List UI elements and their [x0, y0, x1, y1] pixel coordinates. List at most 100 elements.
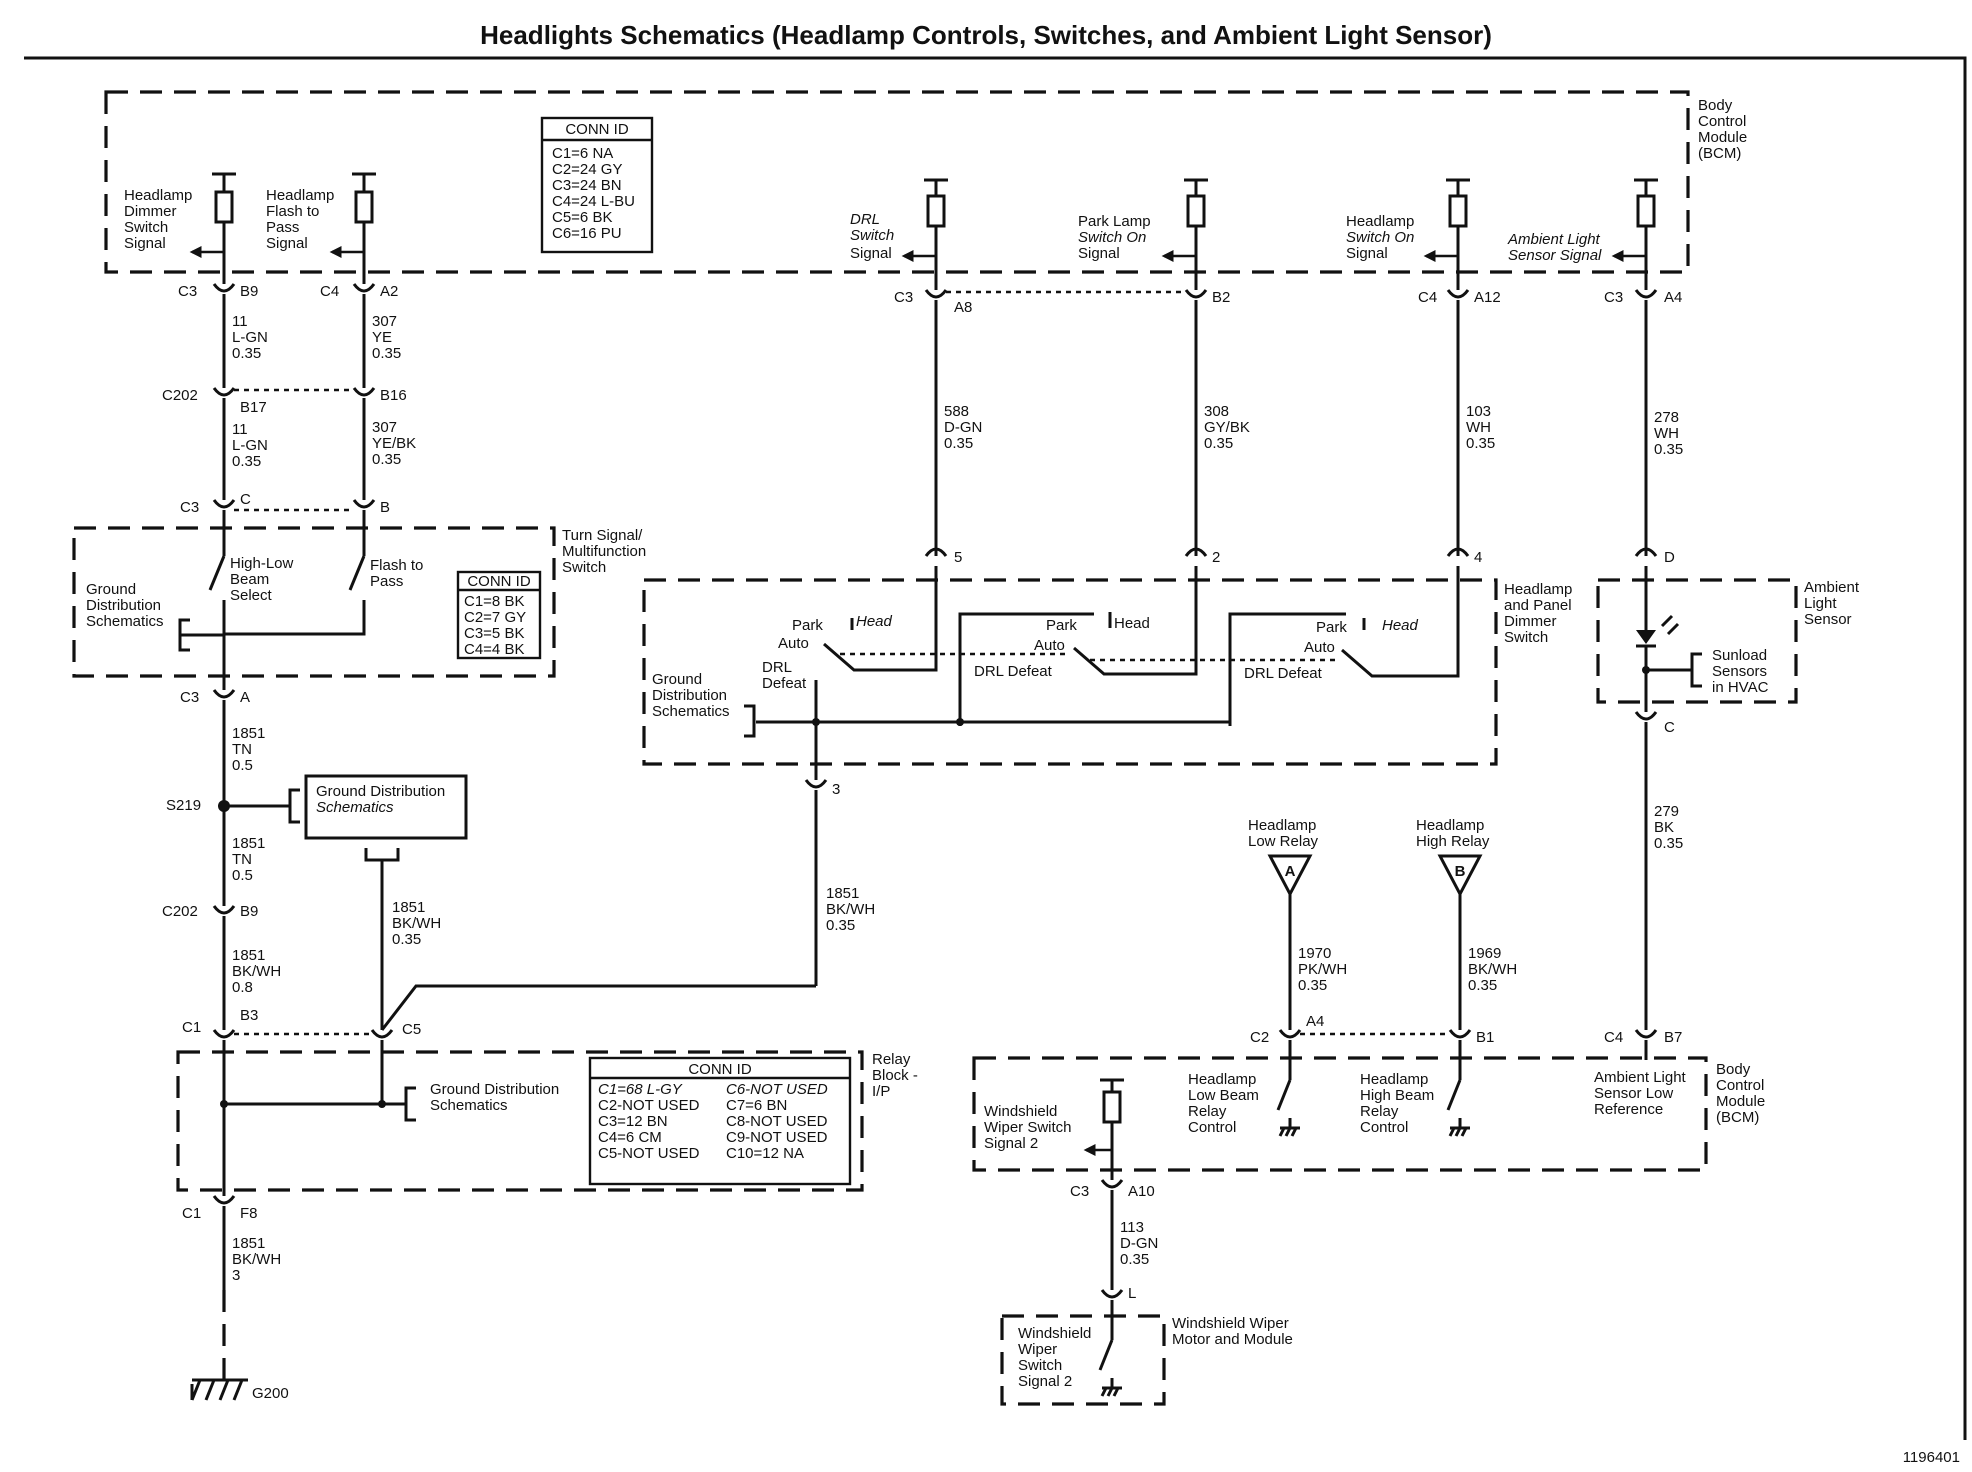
- svg-text:CONN ID: CONN ID: [688, 1061, 752, 1078]
- svg-text:C2=24 GY: C2=24 GY: [552, 161, 622, 178]
- svg-text:Switch: Switch: [1504, 629, 1548, 646]
- svg-text:Signal: Signal: [850, 245, 892, 262]
- svg-text:Signal: Signal: [1346, 245, 1388, 262]
- svg-text:WH: WH: [1466, 419, 1491, 436]
- svg-text:GY/BK: GY/BK: [1204, 419, 1250, 436]
- svg-text:YE: YE: [372, 329, 392, 346]
- svg-text:Schematics: Schematics: [652, 703, 730, 720]
- wires-left: [212, 252, 376, 556]
- signal-label-amb-ref: Ambient Light Sensor Low Reference: [1594, 1069, 1687, 1118]
- svg-text:11: 11: [232, 313, 248, 330]
- svg-text:307: 307: [372, 419, 397, 436]
- signal-label-ambient: Ambient Light Sensor Signal: [1507, 231, 1602, 264]
- svg-text:Control: Control: [1698, 113, 1746, 130]
- signal-label-wiper: Windshield Wiper Switch Signal 2: [984, 1103, 1072, 1152]
- svg-text:C4: C4: [1604, 1029, 1623, 1046]
- svg-text:4: 4: [1474, 549, 1482, 566]
- svg-text:and Panel: and Panel: [1504, 597, 1572, 614]
- svg-text:BK/WH: BK/WH: [232, 963, 281, 980]
- svg-text:C4: C4: [320, 283, 339, 300]
- svg-text:Schematics: Schematics: [430, 1097, 508, 1114]
- svg-text:Defeat: Defeat: [762, 675, 807, 692]
- wiper-wiring: [1083, 1078, 1124, 1397]
- svg-text:C4: C4: [1418, 289, 1437, 306]
- svg-text:Switch: Switch: [850, 227, 894, 244]
- svg-text:Turn Signal/: Turn Signal/: [562, 527, 643, 544]
- bcm-bottom-box: [972, 1056, 1708, 1172]
- svg-text:PK/WH: PK/WH: [1298, 961, 1347, 978]
- signal-label-drl: DRL Switch Signal: [850, 211, 894, 262]
- pullup-resistors: [212, 172, 1658, 256]
- svg-text:Control: Control: [1360, 1119, 1408, 1136]
- svg-text:B16: B16: [380, 387, 407, 404]
- svg-text:Windshield: Windshield: [1018, 1325, 1091, 1342]
- svg-text:C6=16 PU: C6=16 PU: [552, 225, 622, 242]
- svg-text:Dimmer: Dimmer: [1504, 613, 1557, 630]
- svg-text:0.35: 0.35: [392, 931, 421, 948]
- svg-text:Low Beam: Low Beam: [1188, 1087, 1259, 1104]
- svg-text:WH: WH: [1654, 425, 1679, 442]
- relay-high-label: Headlamp High Relay: [1416, 817, 1490, 850]
- svg-text:0.35: 0.35: [1120, 1251, 1149, 1268]
- svg-text:Wiper Switch: Wiper Switch: [984, 1119, 1072, 1136]
- svg-text:Ambient: Ambient: [1804, 579, 1860, 596]
- svg-text:Auto: Auto: [1304, 639, 1335, 656]
- svg-text:C1=68 L-GY: C1=68 L-GY: [598, 1081, 683, 1098]
- dimmer-switch-internals: [380, 590, 1460, 1031]
- svg-text:BK: BK: [1654, 819, 1674, 836]
- svg-text:Control: Control: [1188, 1119, 1236, 1136]
- svg-text:C5-NOT USED: C5-NOT USED: [598, 1145, 700, 1162]
- svg-text:Block -: Block -: [872, 1067, 918, 1084]
- svg-text:Pass: Pass: [266, 219, 299, 236]
- switch-label-flash-pass: Flash to Pass: [370, 557, 423, 590]
- svg-text:Multifunction: Multifunction: [562, 543, 646, 560]
- turn-signal-switch-box: [72, 526, 556, 678]
- svg-text:B9: B9: [240, 283, 258, 300]
- svg-text:1970: 1970: [1298, 945, 1331, 962]
- ambient-sensor-wiring: [1634, 256, 1702, 1060]
- svg-text:Head: Head: [1382, 617, 1419, 634]
- svg-text:B17: B17: [240, 399, 267, 416]
- wire-label-w7: 103 WH 0.35: [1466, 403, 1495, 452]
- ground-dist-label-dimmer: Ground Distribution Schematics: [652, 671, 730, 720]
- dimmer-switch-text: Park Head Auto Park Head Auto Park Head …: [762, 613, 1419, 692]
- connector-labels: C3 B9 C4 A2 C202 B17 B16 C3 C B C3 A C20…: [162, 283, 1682, 1302]
- svg-text:Park: Park: [792, 617, 823, 634]
- svg-text:Signal: Signal: [266, 235, 308, 252]
- svg-text:Distribution: Distribution: [652, 687, 727, 704]
- svg-text:Headlamp: Headlamp: [1360, 1071, 1428, 1088]
- svg-text:C202: C202: [162, 903, 198, 920]
- svg-text:C1: C1: [182, 1205, 201, 1222]
- svg-text:YE/BK: YE/BK: [372, 435, 416, 452]
- svg-text:Head: Head: [1114, 615, 1150, 632]
- ground-path-left: [190, 689, 300, 1401]
- svg-text:0.5: 0.5: [232, 867, 253, 884]
- svg-text:Motor and Module: Motor and Module: [1172, 1331, 1293, 1348]
- svg-text:0.35: 0.35: [1298, 977, 1327, 994]
- svg-text:0.35: 0.35: [1468, 977, 1497, 994]
- switch-label-high-low: High-Low Beam Select: [230, 555, 294, 604]
- turn-signal-switch-label: Turn Signal/ Multifunction Switch: [562, 527, 646, 576]
- outer-frame: [24, 56, 1967, 1440]
- svg-text:C5: C5: [402, 1021, 421, 1038]
- svg-text:Low Relay: Low Relay: [1248, 833, 1319, 850]
- svg-text:0.35: 0.35: [232, 453, 261, 470]
- svg-text:C5=6 BK: C5=6 BK: [552, 209, 612, 226]
- sunload-label: Sunload Sensors in HVAC: [1712, 647, 1769, 696]
- svg-text:Headlamp: Headlamp: [1346, 213, 1414, 230]
- svg-text:Switch On: Switch On: [1078, 229, 1146, 246]
- svg-text:Sensors: Sensors: [1712, 663, 1767, 680]
- svg-text:F8: F8: [240, 1205, 258, 1222]
- svg-text:Relay: Relay: [872, 1051, 911, 1068]
- svg-text:Headlamp: Headlamp: [266, 187, 334, 204]
- svg-text:11: 11: [232, 421, 248, 438]
- svg-text:DRL Defeat: DRL Defeat: [1244, 665, 1323, 682]
- ground-g200-label: G200: [252, 1385, 289, 1402]
- signal-arrows: [189, 246, 1646, 262]
- svg-text:1851: 1851: [232, 1235, 265, 1252]
- svg-text:Light: Light: [1804, 595, 1837, 612]
- svg-text:B: B: [1455, 863, 1466, 880]
- svg-text:Ground: Ground: [652, 671, 702, 688]
- svg-text:Signal 2: Signal 2: [984, 1135, 1038, 1152]
- svg-text:Ground: Ground: [86, 581, 136, 598]
